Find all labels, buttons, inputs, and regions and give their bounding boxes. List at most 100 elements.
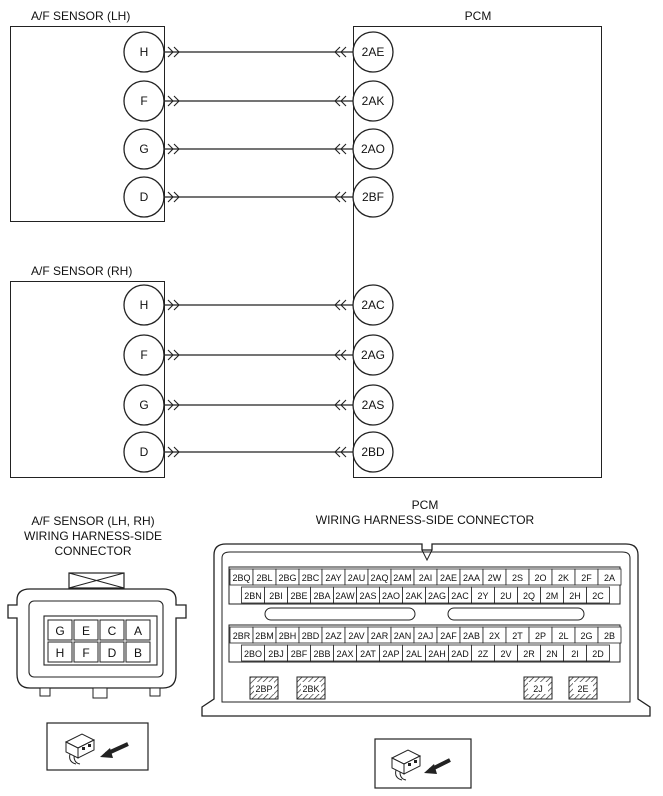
pcm-connector-pin-label: 2BA: [313, 591, 330, 601]
pcm-connector-pin-label: 2O: [534, 573, 546, 583]
sensor-rh-title: A/F SENSOR (RH): [31, 264, 133, 278]
pcm-pin-label: 2AE: [362, 45, 385, 59]
pcm-connector-cell: [333, 586, 357, 604]
pcm-connector-pin-label: 2I: [571, 649, 579, 659]
pcm-power-pin-label: 2BP: [255, 684, 272, 694]
pcm-connector-cell: [448, 586, 472, 604]
connector-with-arrow-icon: [374, 738, 472, 789]
sensor-pin-circle: [123, 384, 165, 426]
pcm-connector-cell: [229, 626, 254, 644]
pcm-connector-pin-label: 2Y: [477, 591, 488, 601]
pcm-power-pin: [296, 676, 326, 700]
pcm-connector-pin-label: 2AQ: [370, 573, 388, 583]
pcm-connector-pin-label: 2R: [523, 649, 535, 659]
pcm-connector-housing: [201, 543, 651, 717]
pcm-connector-pin-label: 2AG: [428, 591, 446, 601]
sensor-pin-label: F: [140, 94, 147, 108]
pcm-pin-label: 2AO: [361, 142, 385, 156]
pcm-connector-title-line1: PCM: [411, 498, 439, 512]
pcm-connector-cell: [402, 644, 426, 662]
pcm-connector-cell: [390, 568, 415, 586]
sensor-lh-title: A/F SENSOR (LH): [31, 9, 131, 23]
pcm-connector-pin-label: 2BD: [302, 631, 320, 641]
sensor-connector-title-line1: A/F SENSOR (LH, RH): [31, 514, 155, 528]
sensor-connector-housing: [7, 572, 187, 699]
sensor-pin-label: D: [140, 190, 149, 204]
pcm-connector-pin-label: 2X: [489, 631, 500, 641]
pcm-connector-pin-label: 2M: [546, 591, 559, 601]
pcm-connector-cell: [436, 626, 461, 644]
sensor-pin-circle: [123, 176, 165, 218]
sensor-connector-cell: [47, 641, 73, 663]
sensor-connector-pin-label: B: [134, 646, 142, 660]
sensor-connector-pin-label: H: [56, 646, 65, 660]
pcm-pin-label: 2AC: [361, 298, 385, 312]
sensor-pin-label: H: [140, 298, 149, 312]
pcm-connector-cell: [287, 644, 311, 662]
pcm-connector-pin-label: 2BM: [255, 631, 274, 641]
pcm-connector-pin-label: 2AI: [419, 573, 433, 583]
pcm-connector-cell: [597, 568, 622, 586]
pcm-connector-pin-label: 2AW: [335, 591, 355, 601]
pcm-connector-pin-label: 2AU: [348, 573, 366, 583]
pcm-pin-circle: [352, 128, 394, 170]
pcm-connector-pin-label: 2AD: [451, 649, 469, 659]
pcm-connector-cell: [367, 626, 392, 644]
sensor-connector-cell: [47, 619, 73, 641]
sensor-connector-cell: [125, 619, 151, 641]
pcm-connector-cell: [494, 586, 518, 604]
pcm-connector-cell: [471, 586, 495, 604]
pcm-connector-cell: [459, 568, 484, 586]
sensor-connector-pin-label: F: [82, 646, 89, 660]
pcm-connector-pin-label: 2S: [512, 573, 523, 583]
pcm-connector-cell: [344, 568, 369, 586]
pcm-connector-pin-label: 2N: [546, 649, 558, 659]
pcm-connector-cell: [482, 626, 507, 644]
pcm-pin-label: 2AG: [361, 348, 385, 362]
pcm-connector-cell: [287, 586, 311, 604]
pcm-connector-cell: [425, 644, 449, 662]
pcm-connector-cell: [275, 626, 300, 644]
pcm-connector-cell: [482, 568, 507, 586]
pcm-power-pin-label: 2J: [533, 684, 543, 694]
pcm-connector-pin-label: 2AP: [382, 649, 399, 659]
pcm-connector-pin-label: 2A: [604, 573, 615, 583]
pcm-connector-pin-label: 2AT: [360, 649, 376, 659]
sensor-connector-cell: [73, 641, 99, 663]
pcm-pin-circle: [352, 31, 394, 73]
pcm-connector-pin-label: 2AK: [405, 591, 422, 601]
pcm-connector-cell: [597, 626, 622, 644]
pcm-connector-pin-label: 2T: [512, 631, 523, 641]
sensor-lh-box: [10, 26, 165, 222]
pcm-connector-pin-label: 2F: [581, 573, 592, 583]
pcm-connector-pin-label: 2BJ: [268, 649, 284, 659]
pcm-connector-cell: [252, 626, 277, 644]
sensor-pin-circle: [123, 431, 165, 473]
sensor-pin-circle: [123, 334, 165, 376]
pcm-connector-pin-label: 2Z: [478, 649, 489, 659]
pcm-connector-pin-label: 2W: [488, 573, 502, 583]
pcm-pin-circle: [352, 80, 394, 122]
pcm-connector-pin-label: 2U: [500, 591, 512, 601]
sensor-connector-cell: [99, 619, 125, 641]
pcm-connector-cell: [356, 586, 380, 604]
sensor-pin-circle: [123, 128, 165, 170]
pcm-connector-cell: [252, 568, 277, 586]
sensor-pin-label: F: [140, 348, 147, 362]
pcm-pin-circle: [352, 284, 394, 326]
pcm-connector-pin-label: 2V: [500, 649, 511, 659]
pcm-connector-cell: [413, 568, 438, 586]
sensor-connector-title-line3: CONNECTOR: [54, 544, 132, 558]
wire-rh-F: F 2AG: [123, 334, 394, 376]
pcm-connector-cell: [505, 568, 530, 586]
pcm-connector-pin-label: 2B: [604, 631, 615, 641]
sensor-connector-title-line2: WIRING HARNESS-SIDE: [23, 529, 163, 543]
pcm-connector-cell: [264, 586, 288, 604]
pcm-connector-pin-label: 2BF: [291, 649, 308, 659]
pcm-connector-pin-label: 2AO: [382, 591, 400, 601]
pcm-power-pin: [568, 676, 598, 700]
